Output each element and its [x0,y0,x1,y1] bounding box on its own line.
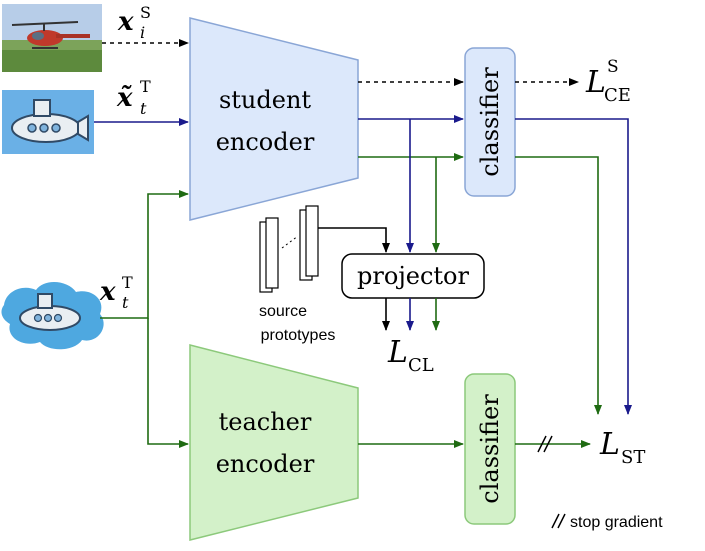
loss-ce-sub: CE [604,85,631,106]
loss-st-symbol: L [599,427,620,462]
loss-ce-sup: S [607,57,619,77]
loss-cl-sub: CL [408,355,434,376]
target-aug-input-label: x̃ [116,83,133,113]
target-input-sup: T [122,273,133,292]
source-prototypes-icon [259,205,319,293]
classifier-bottom-label: classifier [476,394,504,504]
projector-label: projector [357,262,469,290]
submarine-image [1,281,104,350]
student-encoder-label-2: encoder [216,128,315,156]
projector-box [341,253,485,299]
classifier-top [464,47,516,197]
loss-cl-symbol: L [387,335,408,370]
legend-stop-gradient-label: stop gradient [570,514,663,531]
arrow-target-to-teacher [147,318,189,448]
stop-gradient-marker [537,435,553,453]
source-input-label: x [117,7,134,37]
source-input-sub: i [140,23,145,42]
target-aug-input-sup: T [140,77,151,96]
target-aug-input-sub: t [140,99,147,118]
teacher-encoder-label-2: encoder [216,450,315,478]
student-encoder-label-1: student [219,86,311,114]
target-input-label: x [99,277,116,307]
arrow-target-trunk [100,190,189,319]
arrow-prototypes-to-projector [318,227,390,253]
student-encoder [189,17,359,221]
helicopter-image [2,4,102,72]
arrow-classifier-green-to-st [515,156,602,415]
classifier-top-label: classifier [476,67,504,177]
submarine-augmented-image [2,90,94,154]
source-prototypes-label-1: source [259,303,307,320]
classifier-bottom [464,373,516,525]
loss-ce-symbol: L [585,65,606,100]
source-input-sup: S [140,3,151,22]
teacher-encoder-label-1: teacher [219,408,312,436]
arrow-classifier-blue-to-st [515,118,632,415]
legend-stop-gradient-icon [551,513,566,529]
source-prototypes-label-2: prototypes [261,327,336,344]
loss-st-sub: ST [621,447,645,468]
target-input-sub: t [122,293,129,312]
teacher-encoder [189,344,359,541]
